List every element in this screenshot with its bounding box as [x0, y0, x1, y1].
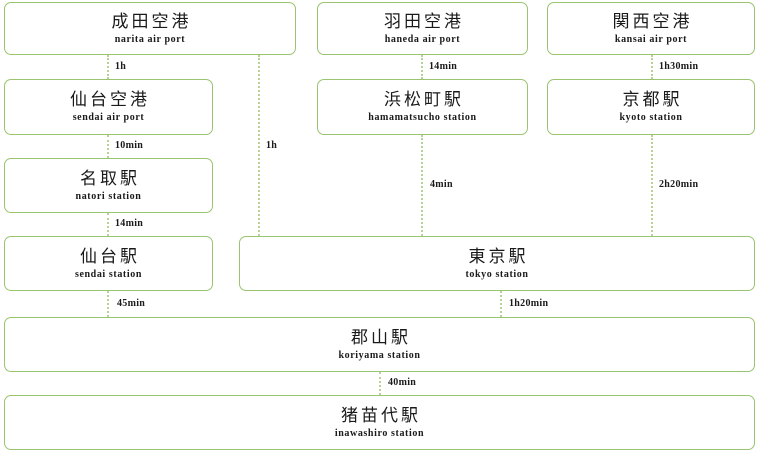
- node-label-en: inawashiro station: [334, 427, 425, 439]
- connector-narita-sendai-airport: [107, 55, 109, 79]
- duration-label-sendai-airport-natori: 10min: [115, 140, 144, 151]
- connector-sendai-koriyama: [107, 291, 109, 317]
- node-label-en: kyoto station: [619, 112, 683, 123]
- node-label-jp: 浜松町駅: [384, 90, 464, 109]
- node-label-en: sendai station: [74, 268, 143, 280]
- connector-kyoto-tokyo: [651, 135, 653, 236]
- node-label-jp: 仙台空港: [70, 90, 150, 109]
- node-kansai[interactable]: 関西空港 kansai air port: [547, 2, 755, 55]
- duration-label-sendai-koriyama: 45min: [117, 298, 146, 309]
- node-label-en: sendai air port: [72, 112, 145, 123]
- node-label-en: natori station: [75, 190, 142, 202]
- node-label-jp: 羽田空港: [384, 11, 464, 31]
- node-label-jp: 成田空港: [111, 11, 192, 31]
- connector-natori-sendai-station: [107, 213, 109, 236]
- duration-label-tokyo-koriyama: 1h20min: [509, 298, 549, 309]
- node-label-jp: 東京駅: [468, 246, 529, 266]
- node-label-en: tokyo station: [465, 268, 529, 280]
- node-label-jp: 関西空港: [612, 11, 693, 31]
- duration-label-kyoto-tokyo: 2h20min: [659, 179, 699, 190]
- node-label-jp: 仙台駅: [80, 246, 140, 266]
- duration-label-narita-tokyo: 1h: [266, 140, 278, 151]
- node-haneda[interactable]: 羽田空港 haneda air port: [317, 2, 528, 55]
- node-kyoto[interactable]: 京都駅 kyoto station: [547, 79, 755, 135]
- node-inawashiro[interactable]: 猪苗代駅 inawashiro station: [4, 395, 755, 450]
- node-label-en: hamamatsucho station: [368, 112, 477, 123]
- connector-hamamatsucho-tokyo: [421, 135, 423, 236]
- connector-narita-tokyo: [258, 55, 260, 236]
- node-label-en: kansai air port: [614, 33, 688, 45]
- duration-label-natori-sendai-station: 14min: [115, 218, 144, 229]
- connector-koriyama-inawashiro: [379, 372, 381, 395]
- node-label-jp: 郡山駅: [351, 327, 411, 347]
- connector-tokyo-koriyama: [500, 291, 502, 317]
- node-label-en: haneda air port: [384, 33, 461, 45]
- connector-haneda-hamamatsucho: [421, 55, 423, 79]
- node-label-jp: 猪苗代駅: [341, 405, 421, 425]
- duration-label-narita-sendai-airport: 1h: [115, 61, 127, 72]
- duration-label-koriyama-inawashiro: 40min: [388, 377, 417, 388]
- node-narita[interactable]: 成田空港 narita air port: [4, 2, 296, 55]
- node-koriyama[interactable]: 郡山駅 koriyama station: [4, 317, 755, 372]
- duration-label-haneda-hamamatsucho: 14min: [429, 61, 458, 72]
- node-sendai-station[interactable]: 仙台駅 sendai station: [4, 236, 213, 291]
- duration-label-hamamatsucho-tokyo: 4min: [430, 179, 453, 190]
- duration-label-kansai-kyoto: 1h30min: [659, 61, 699, 72]
- node-label-jp: 京都駅: [622, 90, 683, 109]
- connector-kansai-kyoto: [651, 55, 653, 79]
- node-label-en: narita air port: [114, 33, 186, 45]
- node-sendai-airport[interactable]: 仙台空港 sendai air port: [4, 79, 213, 135]
- node-label-jp: 名取駅: [80, 168, 140, 188]
- node-natori[interactable]: 名取駅 natori station: [4, 158, 213, 213]
- node-hamamatsucho[interactable]: 浜松町駅 hamamatsucho station: [317, 79, 528, 135]
- connector-sendai-airport-natori: [107, 135, 109, 158]
- node-tokyo[interactable]: 東京駅 tokyo station: [239, 236, 755, 291]
- node-label-en: koriyama station: [338, 349, 421, 361]
